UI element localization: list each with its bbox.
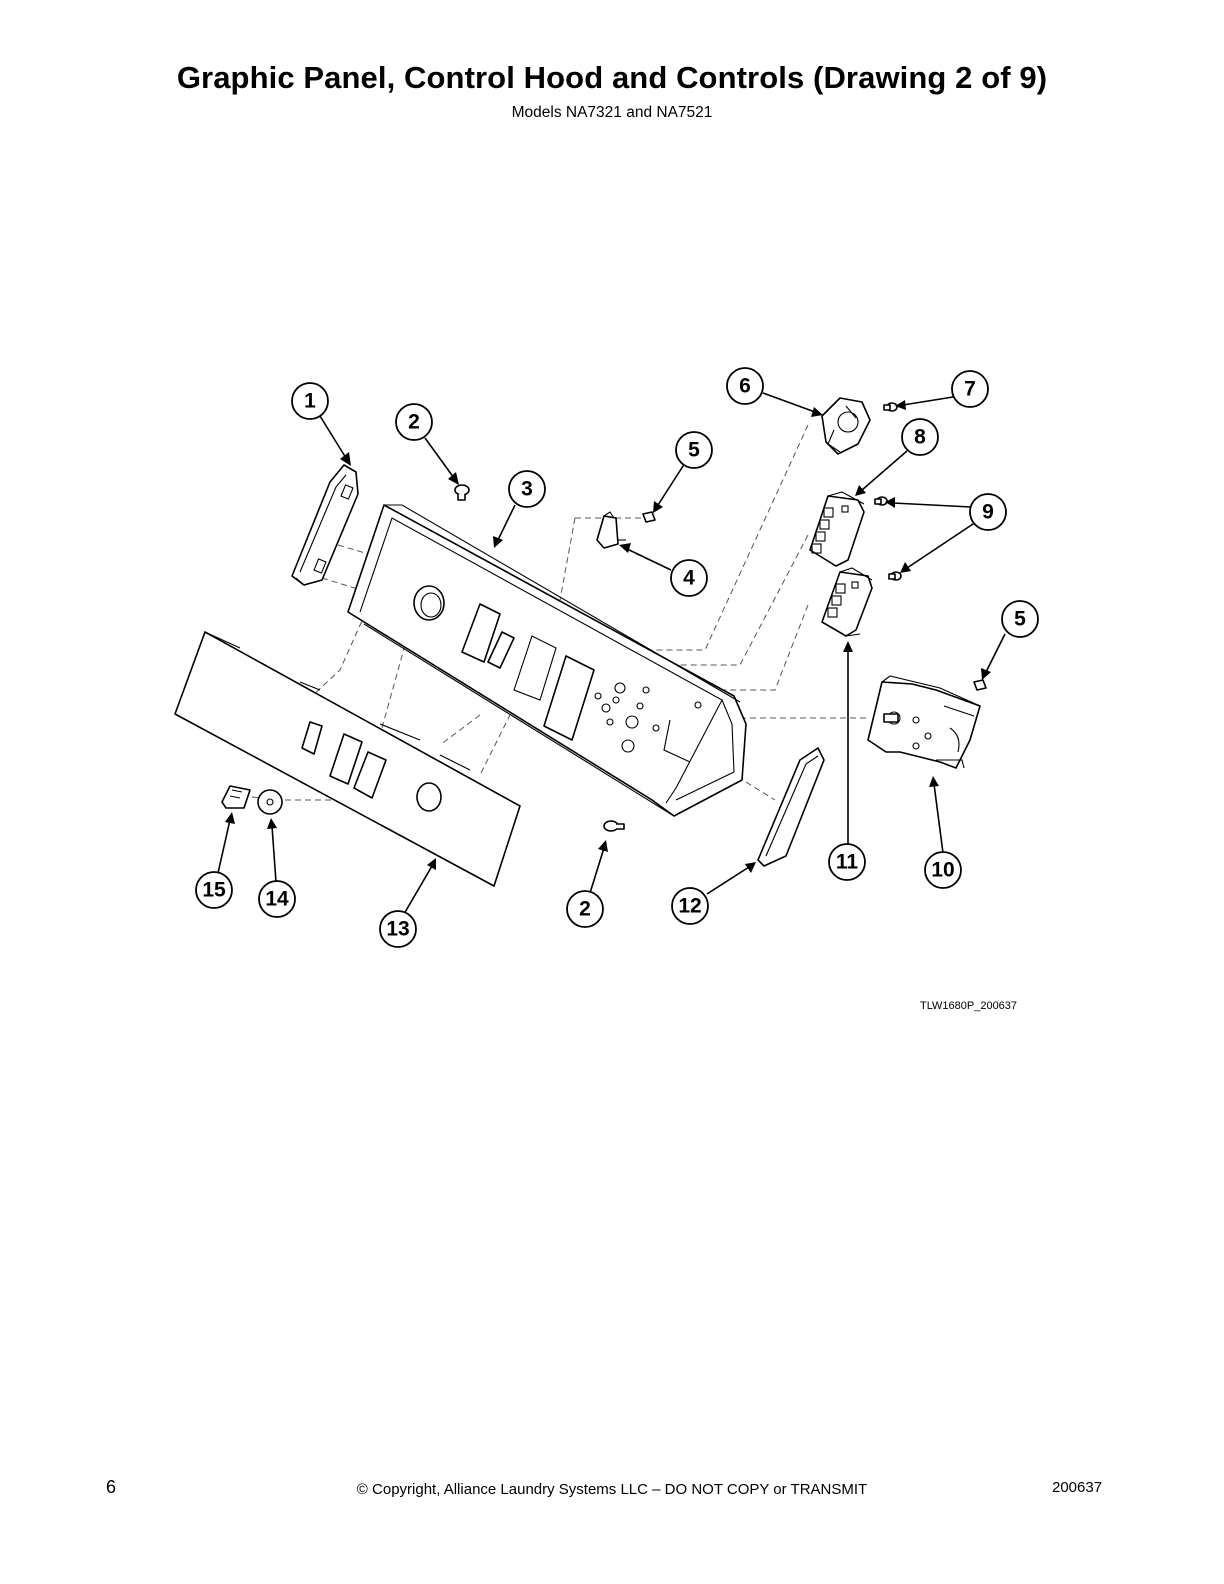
callout-6: 6 xyxy=(726,367,764,405)
part-14-knob xyxy=(257,789,283,815)
callout-14: 14 xyxy=(258,880,296,918)
callout-label: 5 xyxy=(1014,608,1026,631)
callout-9: 9 xyxy=(969,493,1007,531)
callout-label: 10 xyxy=(931,859,954,882)
callout-label: 12 xyxy=(678,895,701,918)
part-5-clip-right xyxy=(973,679,987,691)
callout-label: 8 xyxy=(914,426,926,449)
page-subtitle: Models NA7321 and NA7521 xyxy=(511,104,713,121)
part-6-rotary-selector xyxy=(821,397,871,455)
callout-label: 3 xyxy=(521,478,533,501)
part-13-graphic-panel xyxy=(174,631,521,887)
callout-label: 7 xyxy=(964,378,976,401)
callout-label: 4 xyxy=(683,567,695,590)
callout-label: 1 xyxy=(304,390,316,413)
page-title: Graphic Panel, Control Hood and Controls… xyxy=(176,60,1048,95)
drawing-id: TLW1680P_200637 xyxy=(920,1000,1018,1012)
callout-13: 13 xyxy=(379,910,417,948)
part-1-left-end-cap xyxy=(291,464,359,586)
part-2-screw-top xyxy=(454,484,470,501)
callout-8: 8 xyxy=(901,418,939,456)
callout-10: 10 xyxy=(924,851,962,889)
part-12-right-end-cap xyxy=(757,747,825,867)
callout-label: 2 xyxy=(579,898,591,921)
callout-label: 14 xyxy=(265,888,289,911)
part-3-control-hood xyxy=(347,504,747,817)
part-9-screw-lower xyxy=(888,571,902,581)
callout-label: 2 xyxy=(408,411,420,434)
part-2-screw-bottom xyxy=(603,820,625,832)
page-number: 6 xyxy=(106,1477,117,1497)
callout-label: 13 xyxy=(386,918,409,941)
callout-label: 6 xyxy=(739,375,751,398)
callout-4: 4 xyxy=(670,559,708,597)
callout-1: 1 xyxy=(291,382,329,420)
callout-3: 3 xyxy=(508,470,546,508)
part-5-clip-top xyxy=(642,511,656,523)
callout-label: 5 xyxy=(688,439,700,462)
callout-2-bottom: 2 xyxy=(566,890,604,928)
part-15-button-cap xyxy=(221,785,251,809)
document-number: 200637 xyxy=(1052,1479,1103,1496)
part-11-switch-block xyxy=(821,567,873,637)
callout-11: 11 xyxy=(828,843,866,881)
callout-15: 15 xyxy=(195,871,233,909)
callout-2-top: 2 xyxy=(395,403,433,441)
part-9-screw-upper xyxy=(874,496,888,506)
part-10-timer-assembly xyxy=(867,675,981,769)
callout-label: 15 xyxy=(202,879,226,902)
copyright-notice: © Copyright, Alliance Laundry Systems LL… xyxy=(356,1481,868,1498)
part-7-screw xyxy=(883,402,898,412)
callout-label: 11 xyxy=(836,851,859,874)
part-4-switch xyxy=(596,511,626,549)
callout-7: 7 xyxy=(951,370,989,408)
callout-5-top: 5 xyxy=(675,431,713,469)
part-8-switch-block xyxy=(809,491,865,567)
callout-label: 9 xyxy=(982,501,994,524)
callout-12: 12 xyxy=(671,887,709,925)
leader-lines xyxy=(217,392,1006,915)
callout-5-right: 5 xyxy=(1001,600,1039,638)
